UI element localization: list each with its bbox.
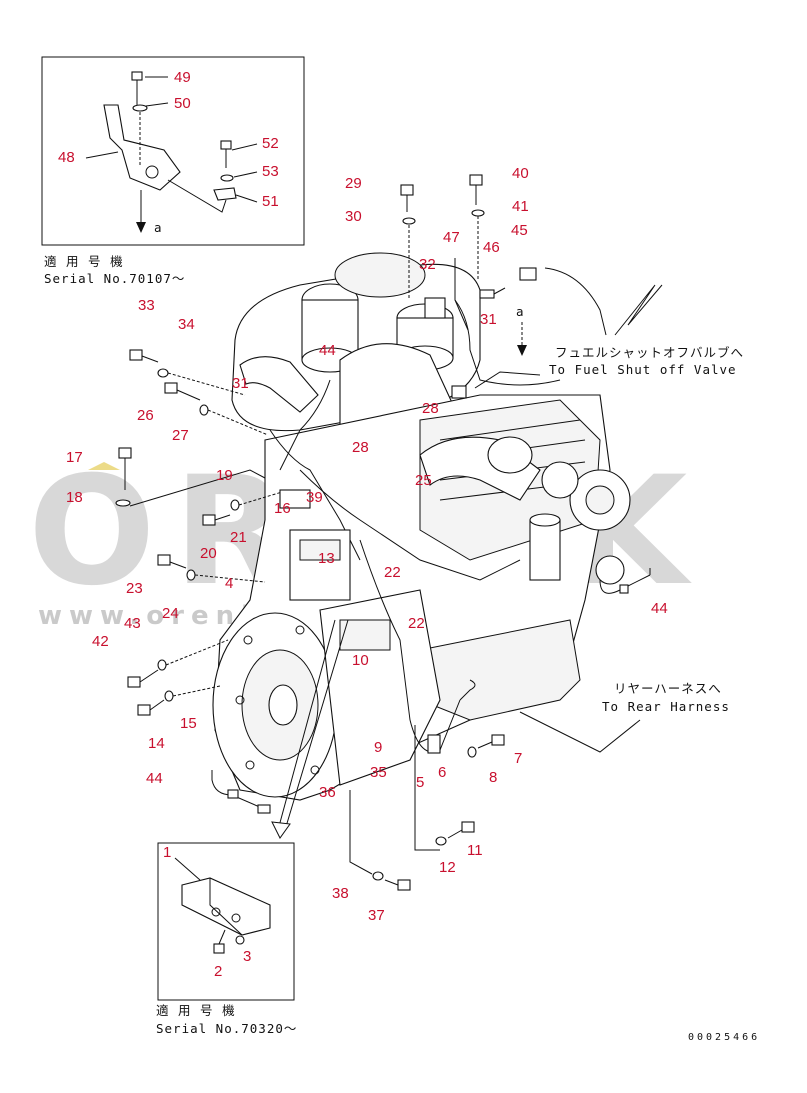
callout-34: 34 [178, 316, 195, 333]
callout-52: 52 [262, 135, 279, 152]
callout-49: 49 [174, 69, 191, 86]
inset-top-left: a [41, 56, 305, 246]
callout-31b: 31 [480, 311, 497, 328]
callout-41: 41 [512, 198, 529, 215]
callout-29: 29 [345, 175, 362, 192]
callout-3: 3 [243, 948, 251, 965]
callout-31a: 31 [232, 375, 249, 392]
callout-26: 26 [137, 407, 154, 424]
rear-harness-note-en: To Rear Harness [602, 699, 730, 714]
callout-47: 47 [443, 229, 460, 246]
callout-17: 17 [66, 449, 83, 466]
callout-15: 15 [180, 715, 197, 732]
callout-50: 50 [174, 95, 191, 112]
arrow-label-a-main: a [516, 304, 525, 319]
callout-4: 4 [225, 575, 233, 592]
connector-45-icon [519, 267, 537, 281]
callout-14: 14 [148, 735, 165, 752]
inset-bottom-serial-label: 適 用 号 機 [156, 1003, 236, 1018]
clip-51-icon [213, 187, 237, 201]
document-number: 00025466 [688, 1032, 760, 1043]
callout-35: 35 [370, 764, 387, 781]
callout-12: 12 [439, 859, 456, 876]
callout-11: 11 [467, 842, 483, 859]
callout-44c: 44 [146, 770, 163, 787]
callout-5: 5 [416, 774, 424, 791]
callout-24: 24 [162, 605, 179, 622]
callout-13: 13 [318, 550, 335, 567]
callout-38: 38 [332, 885, 349, 902]
callout-33: 33 [138, 297, 155, 314]
callout-48: 48 [58, 149, 75, 166]
callout-30: 30 [345, 208, 362, 225]
callout-40: 40 [512, 165, 529, 182]
callout-28a: 28 [422, 400, 439, 417]
callout-22a: 22 [384, 564, 401, 581]
inset-bottom [157, 842, 295, 1001]
callout-22b: 22 [408, 615, 425, 632]
inset-top-serial-label: 適 用 号 機 [44, 254, 124, 269]
callout-2: 2 [214, 963, 222, 980]
callout-19: 19 [216, 467, 233, 484]
callout-51: 51 [262, 193, 279, 210]
callout-53: 53 [262, 163, 279, 180]
inset-top-serial-number: Serial No.70107～ [44, 271, 185, 286]
engine-assembly [88, 174, 663, 891]
callout-44a: 44 [319, 342, 336, 359]
intake-elbow-icon [239, 356, 319, 413]
callout-6: 6 [438, 764, 446, 781]
callout-39: 39 [306, 489, 323, 506]
callout-23: 23 [126, 580, 143, 597]
arrow-label-a-inset: a [154, 220, 163, 235]
callout-45: 45 [511, 222, 528, 239]
callout-20: 20 [200, 545, 217, 562]
callout-32: 32 [419, 256, 436, 273]
rear-harness-note-jp: リヤーハーネスへ [614, 681, 722, 696]
callout-7: 7 [514, 750, 522, 767]
callout-42: 42 [92, 633, 109, 650]
callout-37: 37 [368, 907, 385, 924]
callout-16: 16 [274, 500, 291, 517]
callout-27: 27 [172, 427, 189, 444]
bracket-1-icon [181, 877, 271, 936]
callout-43: 43 [124, 615, 141, 632]
callout-8: 8 [489, 769, 497, 786]
callout-36: 36 [319, 784, 336, 801]
callout-25: 25 [415, 472, 432, 489]
callout-18: 18 [66, 489, 83, 506]
callout-labels: 49 50 48 52 53 51 29 30 40 41 45 47 46 3… [58, 69, 668, 980]
inset-bottom-serial-number: Serial No.70320～ [156, 1021, 297, 1036]
callout-46: 46 [483, 239, 500, 256]
callout-44b: 44 [651, 600, 668, 617]
callout-9: 9 [374, 739, 382, 756]
callout-21: 21 [230, 529, 247, 546]
callout-10: 10 [352, 652, 369, 669]
fuel-shutoff-note-jp: フュエルシャットオフバルブへ [555, 345, 744, 360]
callout-1: 1 [163, 844, 171, 861]
connector-39-icon [279, 489, 311, 509]
bracket-48-icon [103, 104, 181, 191]
fuel-shutoff-note-en: To Fuel Shut off Valve [549, 362, 737, 377]
callout-28b: 28 [352, 439, 369, 456]
